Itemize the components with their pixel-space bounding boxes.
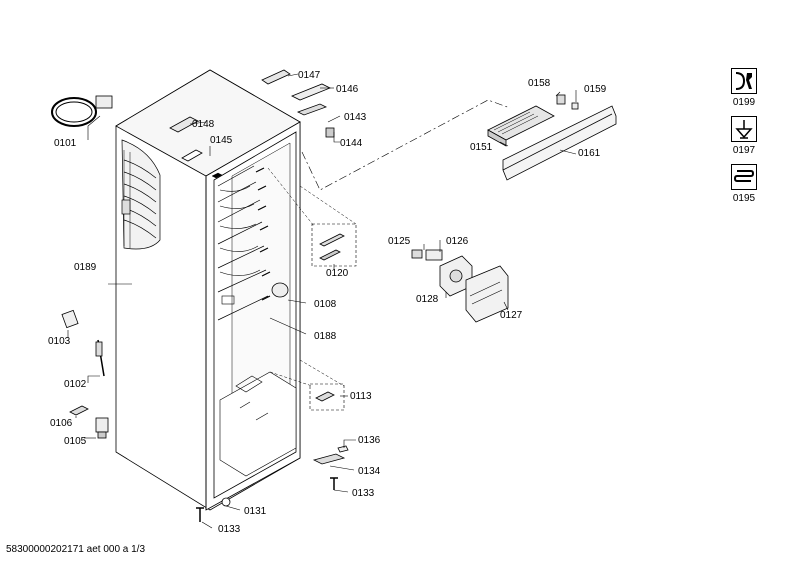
heating-coil-icon <box>731 164 757 190</box>
washer-part <box>221 497 231 507</box>
icon-label-0199: 0199 <box>732 97 756 108</box>
fuse-part <box>61 309 79 329</box>
foot-screw <box>196 507 204 522</box>
leader-lines <box>67 73 577 529</box>
callout-0125: 0125 <box>388 236 411 247</box>
callout-0148: 0148 <box>192 119 215 130</box>
callout-0189: 0189 <box>74 262 97 273</box>
callout-0105: 0105 <box>64 436 87 447</box>
callout-0127: 0127 <box>500 310 523 321</box>
cabinet-body <box>115 69 301 511</box>
callout-0134: 0134 <box>358 466 381 477</box>
callout-0101: 0101 <box>54 138 77 149</box>
control-panel-board <box>487 105 555 147</box>
callout-0126: 0126 <box>446 236 469 247</box>
callout-0120: 0120 <box>326 268 349 279</box>
callout-0144: 0144 <box>340 138 363 149</box>
leveling-foot <box>312 445 349 490</box>
lamp-assembly <box>267 167 357 267</box>
callout-0147: 0147 <box>298 70 321 81</box>
thermostat-sensor <box>95 339 105 377</box>
document-id-footer: 58300000202171 aet 000 a 1/3 <box>6 544 146 555</box>
sensor-assembly <box>269 359 345 411</box>
callout-0131: 0131 <box>244 506 267 517</box>
callout-0143: 0143 <box>344 112 367 123</box>
callout-0158: 0158 <box>528 78 551 89</box>
callout-0128: 0128 <box>416 294 439 305</box>
clamp-part <box>95 417 109 439</box>
cable-harness <box>51 95 113 127</box>
icon-label-0197: 0197 <box>732 145 756 156</box>
callout-0146: 0146 <box>336 84 359 95</box>
callout-0159: 0159 <box>584 84 607 95</box>
funnel-download-icon <box>731 116 757 142</box>
callout-0133-right: 0133 <box>352 488 375 499</box>
knob-part <box>556 94 579 110</box>
callout-0113: 0113 <box>350 391 372 402</box>
wrench-service-icon <box>731 68 757 94</box>
callout-0188: 0188 <box>314 331 337 342</box>
callout-0102: 0102 <box>64 379 87 390</box>
callout-0133-bottom: 0133 <box>218 524 241 535</box>
round-cap <box>271 282 289 298</box>
callout-0161: 0161 <box>578 148 601 159</box>
callout-0145: 0145 <box>210 135 233 146</box>
callout-labels: 0101 0189 0103 0102 0106 0105 0148 0145 … <box>48 70 607 535</box>
callout-0151: 0151 <box>470 142 493 153</box>
callout-0103: 0103 <box>48 336 71 347</box>
callout-0106: 0106 <box>50 418 73 429</box>
callout-0108: 0108 <box>314 299 337 310</box>
gasket-part <box>69 405 89 416</box>
callout-0136: 0136 <box>358 435 381 446</box>
icon-label-0195: 0195 <box>732 193 756 204</box>
condenser-coil <box>121 139 161 250</box>
control-panel-cover <box>502 105 617 181</box>
fan-assembly <box>411 249 509 323</box>
